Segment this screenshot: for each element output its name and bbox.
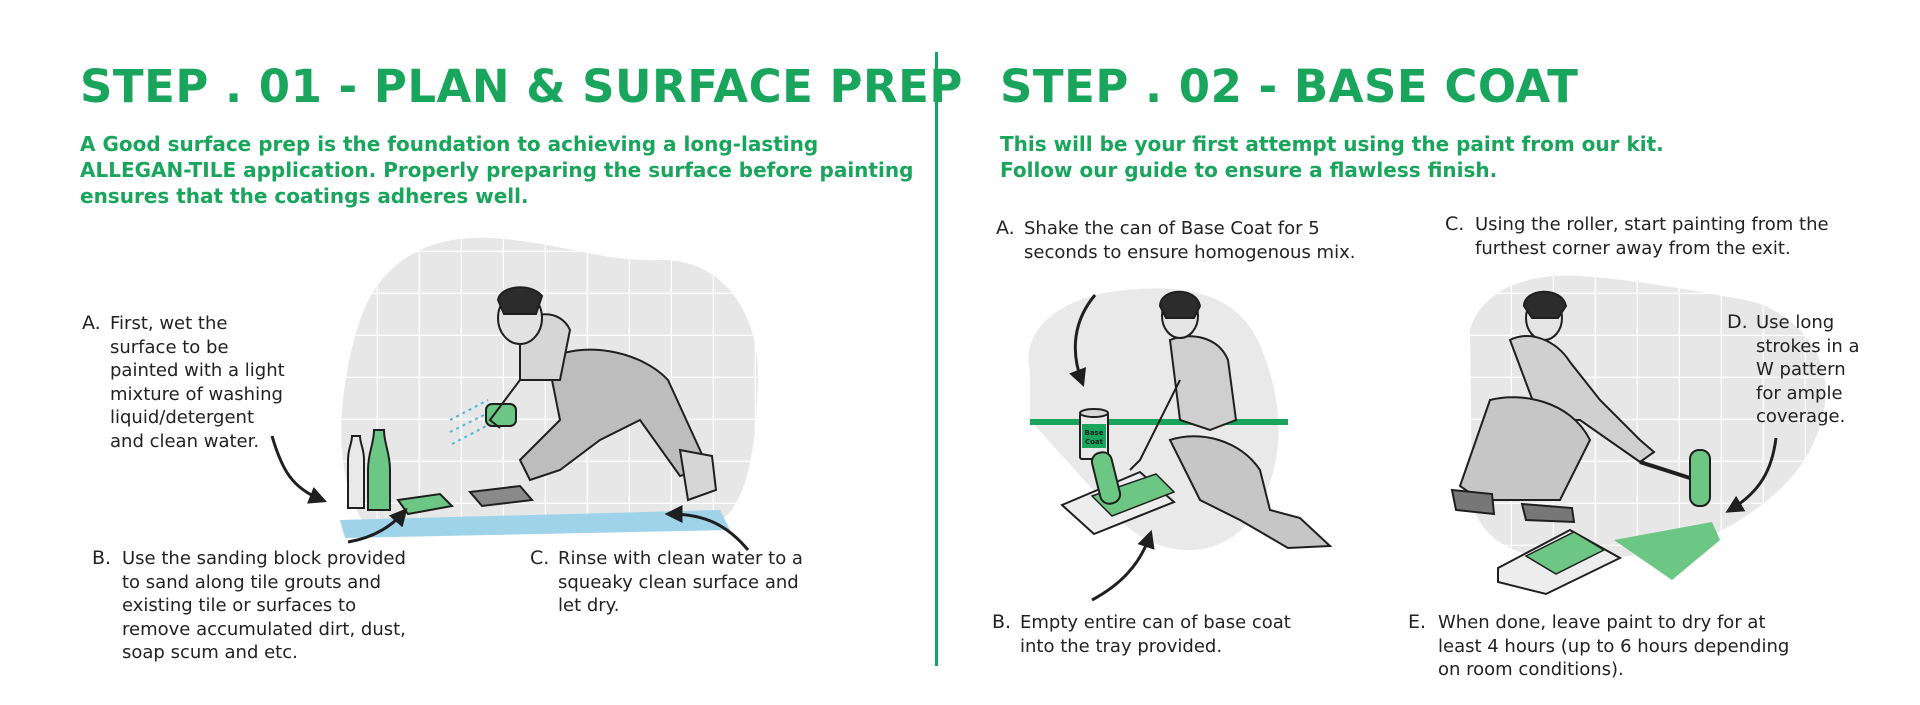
step-line: seconds to ensure homogenous mix. — [1024, 241, 1356, 263]
arrow-b-step2 — [1091, 529, 1155, 602]
step-line: furthest corner away from the exit. — [1475, 237, 1791, 259]
step-text: First, wet the surface to be painted wit… — [110, 312, 285, 453]
arrow-b — [347, 507, 408, 544]
column-divider — [935, 52, 938, 666]
wet-floor — [340, 510, 730, 538]
arrow-d-step2 — [1725, 437, 1778, 513]
step-text: Use the sanding block provided to sand a… — [122, 547, 406, 665]
step-line: existing tile or surfaces to — [122, 595, 357, 616]
step-letter: B. — [92, 547, 112, 569]
step-line: coverage. — [1756, 406, 1846, 427]
paint-tray-icon — [1060, 470, 1176, 536]
step-text: When done, leave paint to dry for at lea… — [1438, 611, 1789, 682]
person-rolling — [1450, 290, 1656, 524]
step1-intro-line: ALLEGAN-TILE application. Properly prepa… — [80, 158, 914, 182]
step-text: Empty entire can of base coat into the t… — [1020, 611, 1291, 658]
step-line: and clean water. — [110, 430, 260, 452]
step-line: squeaky clean surface and — [558, 571, 799, 593]
step-line: strokes in a — [1756, 335, 1860, 357]
step2-illustration-right — [1450, 275, 1826, 596]
step-line: let dry. — [558, 595, 620, 616]
step-line: on room conditions). — [1438, 659, 1624, 680]
step-letter: B. — [992, 611, 1012, 633]
step-text: Use long strokes in a W pattern for ampl… — [1756, 311, 1860, 429]
step-line: Use the sanding block provided — [122, 548, 406, 569]
step-text: Using the roller, start painting from th… — [1475, 213, 1829, 260]
step-line: for ample — [1756, 382, 1843, 404]
step-line: Use long — [1756, 312, 1835, 333]
step-line: to sand along tile grouts and — [122, 571, 382, 593]
step1-intro: A Good surface prep is the foundation to… — [80, 131, 913, 209]
step-letter: C. — [1445, 213, 1465, 235]
step-line: When done, leave paint to dry for at — [1438, 612, 1766, 633]
step1-title: STEP . 01 - PLAN & SURFACE PREP — [80, 60, 963, 113]
step2-title: STEP . 02 - BASE COAT — [1000, 60, 1579, 113]
step-letter: E. — [1408, 611, 1427, 633]
step2-intro: This will be your first attempt using th… — [1000, 131, 1664, 183]
step-line: into the tray provided. — [1020, 635, 1223, 657]
step-line: W pattern — [1756, 359, 1846, 380]
paint-tray-right-icon — [1497, 528, 1623, 596]
step-line: Rinse with clean water to a — [558, 548, 803, 569]
roller-handle — [1639, 460, 1691, 480]
arrow-c — [664, 505, 750, 551]
step-letter: A. — [82, 312, 101, 334]
step-line: Using the roller, start painting from th… — [1475, 214, 1829, 235]
step-line: least 4 hours (up to 6 hours depending — [1438, 635, 1790, 657]
step2-illustration-left: Base Coat — [1028, 288, 1333, 602]
water-spray-icon — [449, 399, 517, 445]
roller-right-icon — [1689, 449, 1711, 507]
step-letter: A. — [996, 217, 1015, 239]
person-kneeling — [1129, 290, 1333, 550]
arrow-a-step2 — [1069, 294, 1097, 388]
step-text: Rinse with clean water to a squeaky clea… — [558, 547, 803, 618]
step-line: First, wet the — [110, 313, 228, 334]
step-line: soap scum and etc. — [122, 642, 298, 663]
step2-intro-line: This will be your first attempt using th… — [1000, 132, 1664, 156]
step1-intro-line: ensures that the coatings adheres well. — [80, 184, 529, 208]
step-line: liquid/detergent — [110, 407, 255, 428]
step-letter: D. — [1727, 311, 1748, 333]
person-cleaning — [468, 286, 718, 508]
arrow-a — [270, 435, 328, 504]
step-line: mixture of washing — [110, 383, 283, 405]
step1-intro-line: A Good surface prep is the foundation to… — [80, 132, 819, 156]
painted-floor — [1614, 522, 1720, 580]
roller-icon — [1090, 451, 1122, 505]
step-line: surface to be — [110, 336, 229, 358]
step-line: Empty entire can of base coat — [1020, 612, 1291, 633]
step-text: Shake the can of Base Coat for 5 seconds… — [1024, 217, 1355, 264]
step2-intro-line: Follow our guide to ensure a flawless fi… — [1000, 158, 1498, 182]
can-label-line1: Base — [1085, 429, 1104, 437]
step-line: painted with a light — [110, 360, 285, 381]
step-line: Shake the can of Base Coat for 5 — [1024, 218, 1320, 239]
can-label-line2: Coat — [1085, 438, 1104, 446]
step-letter: C. — [530, 547, 550, 569]
bottles-icon — [347, 429, 391, 511]
step-line: remove accumulated dirt, dust, — [122, 618, 406, 640]
step1-illustration — [270, 237, 759, 551]
base-coat-can-icon: Base Coat — [1079, 408, 1109, 460]
